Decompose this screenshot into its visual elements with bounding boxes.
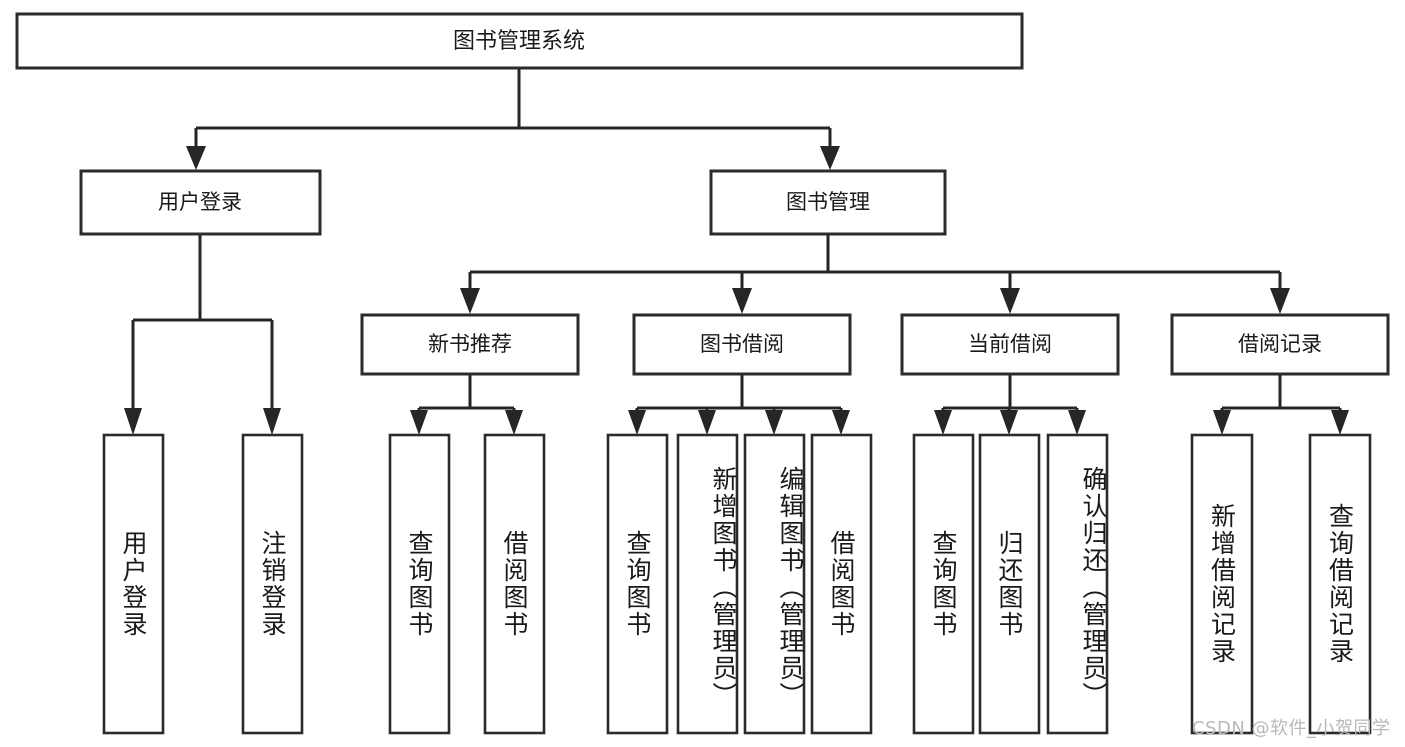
node-book-management-label: 图书管理	[786, 190, 870, 214]
leaf-current-borrow-confirm[interactable]	[1046, 433, 1109, 735]
arrowhead-current-borrow	[1000, 288, 1020, 314]
node-user-login[interactable]	[79, 169, 322, 236]
leaf-book-borrow-borrow[interactable]	[810, 433, 873, 735]
connector-layer	[124, 68, 1349, 435]
leaf-new-book-query[interactable]	[388, 433, 451, 735]
arrowhead-leaf-borrowrecord-2	[1331, 410, 1349, 435]
leaf-book-borrow-edit[interactable]	[743, 433, 806, 735]
leaf-borrow-record-query[interactable]	[1308, 433, 1372, 735]
arrowhead-user-login	[186, 146, 206, 170]
arrowhead-new-book	[460, 288, 480, 314]
arrowhead-leaf-newbook-1	[410, 410, 428, 435]
node-new-book-recommend[interactable]	[360, 313, 580, 376]
arrowhead-leaf-bookborrow-3	[765, 410, 783, 435]
arrowhead-leaf-currentborrow-2	[1000, 410, 1018, 435]
arrowhead-book-borrow	[732, 288, 752, 314]
node-new-book-recommend-label: 新书推荐	[428, 332, 512, 356]
arrowhead-leaf-bookborrow-4	[832, 410, 850, 435]
leaf-book-borrow-query[interactable]	[606, 433, 669, 735]
node-book-borrow[interactable]	[632, 313, 852, 376]
arrowhead-leaf-user-login-2	[263, 408, 281, 435]
node-user-login-label: 用户登录	[158, 190, 242, 214]
arrowhead-leaf-bookborrow-1	[628, 410, 646, 435]
node-root-label: 图书管理系统	[453, 29, 585, 54]
leaf-new-book-borrow[interactable]	[483, 433, 546, 735]
node-book-management[interactable]	[709, 169, 947, 236]
node-book-borrow-label: 图书借阅	[700, 332, 784, 356]
node-layer: 图书管理系统 用户登录 图书管理 新书推荐 图书借阅 当前借阅 借阅记录	[15, 12, 1390, 735]
arrowhead-leaf-borrowrecord-1	[1213, 410, 1231, 435]
leaf-user-login-login[interactable]	[102, 433, 165, 735]
arrowhead-leaf-currentborrow-3	[1068, 410, 1086, 435]
csdn-watermark: CSDN @软件_小贺同学	[1192, 718, 1391, 739]
leaf-book-borrow-add[interactable]	[676, 433, 739, 735]
arrowhead-leaf-currentborrow-1	[934, 410, 952, 435]
node-borrow-record[interactable]	[1170, 313, 1390, 376]
leaf-user-login-logout[interactable]	[241, 433, 304, 735]
leaf-borrow-record-add[interactable]	[1190, 433, 1254, 735]
arrowhead-leaf-newbook-2	[505, 410, 523, 435]
arrowhead-book-manage	[820, 146, 840, 170]
leaf-current-borrow-query[interactable]	[912, 433, 975, 735]
arrowhead-leaf-user-login-1	[124, 408, 142, 435]
node-current-borrow-label: 当前借阅	[968, 332, 1052, 356]
leaf-current-borrow-return[interactable]	[978, 433, 1041, 735]
node-borrow-record-label: 借阅记录	[1238, 332, 1322, 356]
arrowhead-borrow-record	[1270, 288, 1290, 314]
node-current-borrow[interactable]	[900, 313, 1120, 376]
arrowhead-leaf-bookborrow-2	[698, 410, 716, 435]
node-root-book-management-system[interactable]	[15, 12, 1024, 70]
